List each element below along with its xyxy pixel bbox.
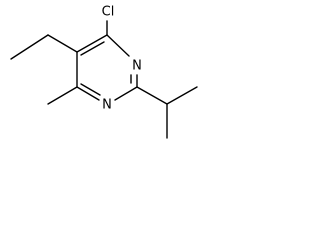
atom-label-chlorine: Cl: [102, 5, 115, 20]
bond-c5-ch2: [47, 34, 78, 53]
bond-c6-n1: [76, 86, 100, 101]
atom-label-nitrogen-3: N: [132, 59, 142, 74]
bond-c2-ch: [136, 86, 168, 105]
atom-label-nitrogen-1: N: [102, 98, 112, 113]
bond-n3-c4: [106, 34, 130, 57]
chemical-structure-diagram: Cl N N: [10, 5, 198, 139]
bond-n1-c2: [114, 86, 138, 101]
bond-ch-ch3-right: [166, 86, 198, 105]
bond-ch2-ch3: [10, 34, 49, 60]
bond-c4-c5: [76, 34, 108, 53]
substituents: [10, 20, 198, 139]
bond-c6-methyl: [47, 86, 78, 105]
bond-c6-n1-inner: [80, 83, 101, 96]
pyrimidine-ring: [76, 34, 138, 101]
bond-c4-c5-inner: [80, 41, 105, 56]
atom-labels: Cl N N: [102, 5, 142, 113]
